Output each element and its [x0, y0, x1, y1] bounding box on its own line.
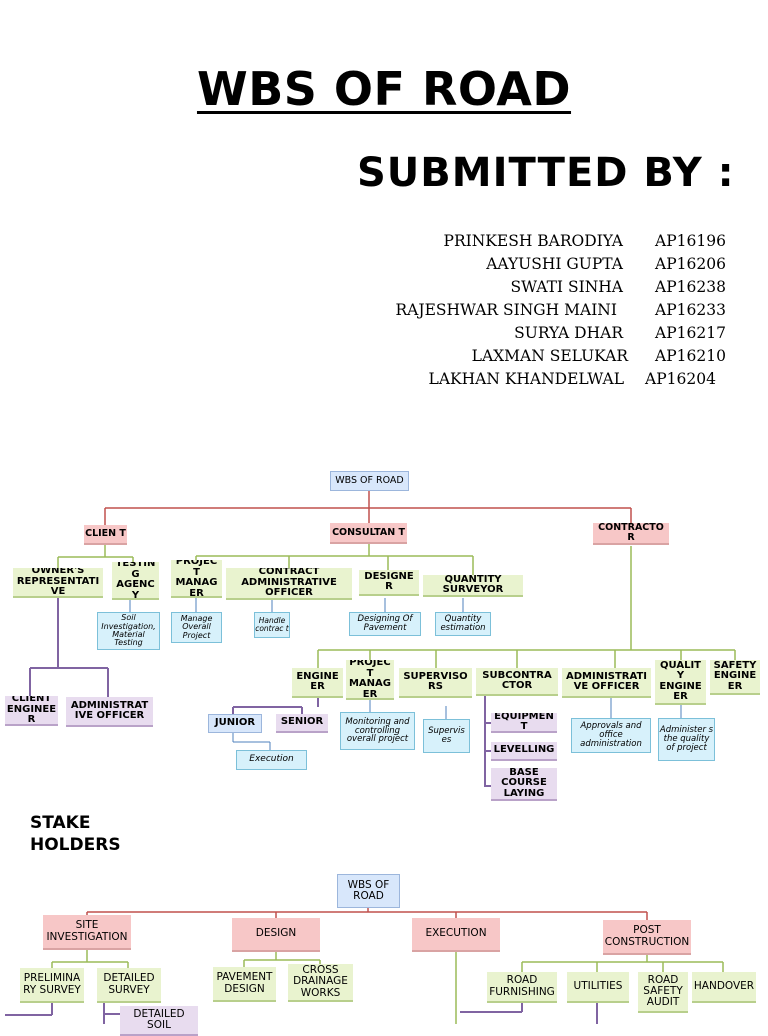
member-name: SWATI SINHA: [510, 278, 623, 296]
member-name: RAJESHWAR SINGH MAINI: [395, 301, 617, 319]
node-subcontractor: SUBCONTRA CTOR: [476, 668, 558, 696]
wbs-detailed-soil: DETAILED SOIL: [120, 1006, 198, 1036]
note-soil-testing: Soil Investigation, Material Testing: [97, 612, 160, 650]
wbs-execution: EXECUTION: [412, 918, 500, 952]
wbs-handover: HANDOVER: [692, 972, 756, 1003]
node-quality-engineer: QUALIT Y ENGINE ER: [655, 660, 706, 705]
node-supervisors: SUPERVISO RS: [399, 668, 472, 698]
note-supervises: Supervis es: [423, 719, 470, 753]
note-administers-quality: Administer s the quality of project: [658, 718, 715, 761]
stakeholder-root: WBS OF ROAD: [330, 471, 409, 491]
note-quantity-estimation: Quantity estimation: [435, 612, 491, 636]
wbs-utilities: UTILITIES: [567, 972, 629, 1003]
member-name: SURYA DHAR: [514, 324, 623, 342]
node-project-manager-consultant: PROJEC T MANAG ER: [171, 560, 222, 598]
wbs-pavement-design: PAVEMENT DESIGN: [213, 967, 276, 1002]
wbs-preliminary-survey: PRELIMINA RY SURVEY: [20, 968, 84, 1003]
node-contract-administrative-officer: CONTRACT ADMINISTRATIVE OFFICER: [226, 568, 352, 600]
node-equipment: EQUIPMEN T: [491, 713, 557, 733]
wbs-road-furnishing: ROAD FURNISHING: [487, 972, 557, 1003]
node-engineer: ENGINE ER: [292, 668, 343, 698]
member-id: AP16206: [655, 255, 726, 273]
node-quantity-surveyor: QUANTITY SURVEYOR: [423, 575, 523, 597]
wbs-road-safety-audit: ROAD SAFETY AUDIT: [638, 972, 688, 1013]
note-designing-pavement: Designing Of Pavement: [349, 612, 421, 636]
member-name: LAXMAN SELUKAR: [471, 347, 628, 365]
member-id: AP16238: [655, 278, 726, 296]
node-contractor: CONTRACTO R: [593, 523, 669, 545]
member-name: LAKHAN KHANDELWAL: [428, 370, 624, 388]
wbs-detailed-survey: DETAILED SURVEY: [97, 968, 161, 1003]
page-title: WBS OF ROAD: [196, 62, 572, 116]
note-handle-contract: Handle contrac t: [254, 612, 290, 638]
node-levelling: LEVELLING: [491, 742, 557, 761]
wbs-site-investigation: SITE INVESTIGATION: [43, 915, 131, 950]
node-administrative-officer-client: ADMINISTRAT IVE OFFICER: [66, 697, 153, 727]
member-name: AAYUSHI GUPTA: [486, 255, 623, 273]
member-id: AP16217: [655, 324, 726, 342]
node-safety-engineer: SAFETY ENGINE ER: [710, 660, 760, 695]
note-execution: Execution: [236, 750, 307, 770]
note-manage-project: Manage Overall Project: [171, 612, 222, 643]
member-id: AP16196: [655, 232, 726, 250]
wbs-post-construction: POST CONSTRUCTION: [603, 920, 691, 955]
node-client-engineer: CLIENT ENGINEE R: [5, 696, 58, 726]
stakeholders-label: STAKE HOLDERS: [30, 813, 121, 855]
submitted-by-heading: SUBMITTED BY :: [357, 150, 735, 196]
wbs-cross-drainage-works: CROSS DRAINAGE WORKS: [288, 964, 353, 1002]
note-approvals: Approvals and office administration: [571, 718, 651, 753]
node-project-manager-contractor: PROJEC T MANAG ER: [346, 660, 394, 700]
member-name: PRINKESH BARODIYA: [443, 232, 623, 250]
member-id: AP16210: [655, 347, 726, 365]
node-owners-representative: OWNER'S REPRESENTATI VE: [13, 568, 103, 598]
member-id: AP16233: [655, 301, 726, 319]
node-junior: JUNIOR: [208, 714, 262, 733]
node-designer: DESIGNE R: [359, 570, 419, 596]
node-consultant: CONSULTAN T: [330, 523, 407, 544]
node-senior: SENIOR: [276, 714, 328, 733]
wbs-design: DESIGN: [232, 918, 320, 952]
note-monitoring: Monitoring and controlling overall proje…: [340, 712, 415, 750]
node-testing-agency: TESTIN G AGENC Y: [112, 562, 159, 600]
wbs-root: WBS OF ROAD: [337, 874, 400, 908]
node-administrative-officer-contractor: ADMINISTRATI VE OFFICER: [562, 668, 651, 698]
node-base-course-laying: BASE COURSE LAYING: [491, 768, 557, 801]
node-client: CLIEN T: [84, 525, 127, 545]
member-id: AP16204: [645, 370, 716, 388]
